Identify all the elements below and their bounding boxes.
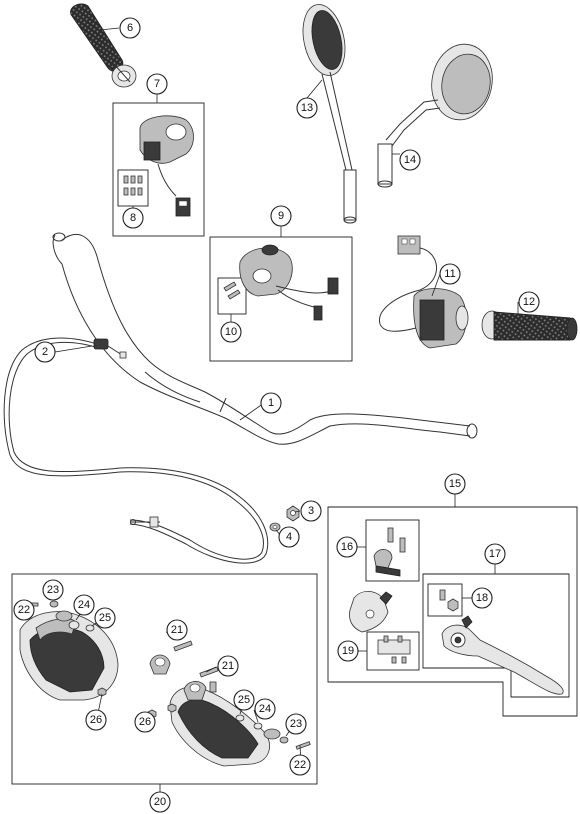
callout-20: 20 [149,791,171,813]
callout-25b-label: 25 [238,694,250,706]
callout-10-label: 10 [225,326,237,338]
callout-6-label: 6 [127,22,133,34]
callout-25b: 25 [233,689,255,711]
callout-18: 18 [471,587,493,609]
callout-25a-label: 25 [99,612,111,624]
callout-12: 12 [518,291,540,313]
callout-7-label: 7 [154,78,160,90]
brake-lever [441,615,564,695]
switch-assembly-9 [239,244,339,321]
callout-21b: 21 [217,655,239,677]
callout-9-label: 9 [278,210,284,222]
callout-2-label: 2 [42,346,48,358]
callout-19: 19 [337,640,359,662]
group-box-17 [422,573,570,698]
callout-1: 1 [260,392,282,414]
callout-18-label: 18 [476,592,488,604]
mirror-left [302,4,357,224]
callout-8-label: 8 [130,212,136,224]
callout-4: 4 [278,526,300,548]
grip-12 [481,310,578,341]
right-switch-assembly [379,235,469,349]
callout-23b-label: 23 [290,718,302,730]
callout-11-label: 11 [444,268,455,280]
screw-set-10 [223,281,241,300]
mirror-right [377,43,493,188]
left-switch-assembly [139,115,194,217]
callout-26a: 26 [85,709,107,731]
callout-26b: 26 [134,711,156,733]
callout-20-label: 20 [154,796,166,808]
callout-25a: 25 [94,607,116,629]
callout-22a-label: 22 [18,604,30,616]
group-box-20 [11,573,318,785]
callout-23a: 23 [42,579,64,601]
handlebar [52,232,478,445]
callout-24a-label: 24 [78,599,90,611]
callout-26b-label: 26 [139,716,151,728]
callout-13-label: 13 [301,102,313,114]
bracket-19-parts [377,635,411,664]
handguard-clamps [149,640,219,701]
callout-24b: 24 [254,698,276,720]
callout-22a: 22 [13,599,35,621]
callout-8: 8 [122,207,144,229]
callout-15-label: 15 [449,478,461,490]
callout-26a-label: 26 [90,714,102,726]
callout-3: 3 [300,500,322,522]
callout-24b-label: 24 [259,703,271,715]
callout-23b: 23 [285,713,307,735]
callout-9: 9 [270,205,292,227]
group-box-18 [427,583,463,617]
callout-4-label: 4 [286,531,292,543]
callout-22b: 22 [289,754,311,776]
callout-23a-label: 23 [47,584,59,596]
group-box-15 [327,506,578,717]
callout-14-label: 14 [404,154,416,166]
group-box-10 [217,277,247,315]
cable-washer [269,522,281,532]
callout-2: 2 [34,341,56,363]
screw-set-8 [123,175,143,196]
throttle-cable [3,337,269,564]
handguard-left [19,610,119,701]
callout-17: 17 [484,543,506,565]
callout-19-label: 19 [342,645,354,657]
callout-15: 15 [444,473,466,495]
callout-22b-label: 22 [294,759,306,771]
lever-screw-18 [439,589,459,612]
callout-12-label: 12 [523,296,535,308]
callout-13: 13 [296,97,318,119]
callout-7: 7 [146,73,168,95]
handguard-small-parts [27,600,311,750]
group-box-16 [365,519,420,582]
group-box-7 [112,102,205,237]
callout-14: 14 [399,149,421,171]
callout-6: 6 [119,17,141,39]
cable-nut [286,505,300,522]
callout-21b-label: 21 [222,660,234,672]
callout-17-label: 17 [489,548,501,560]
bracket-16-parts [373,527,406,577]
callout-16: 16 [336,536,358,558]
callout-3-label: 3 [308,505,314,517]
lever-bracket [349,591,393,633]
callout-24a: 24 [73,594,95,616]
callout-11: 11 [439,263,461,285]
throttle-grip [70,3,137,88]
callout-16-label: 16 [341,541,353,553]
callout-21a-label: 21 [171,624,183,636]
callout-1-label: 1 [268,397,274,409]
callout-10: 10 [220,321,242,343]
callout-21a: 21 [166,619,188,641]
